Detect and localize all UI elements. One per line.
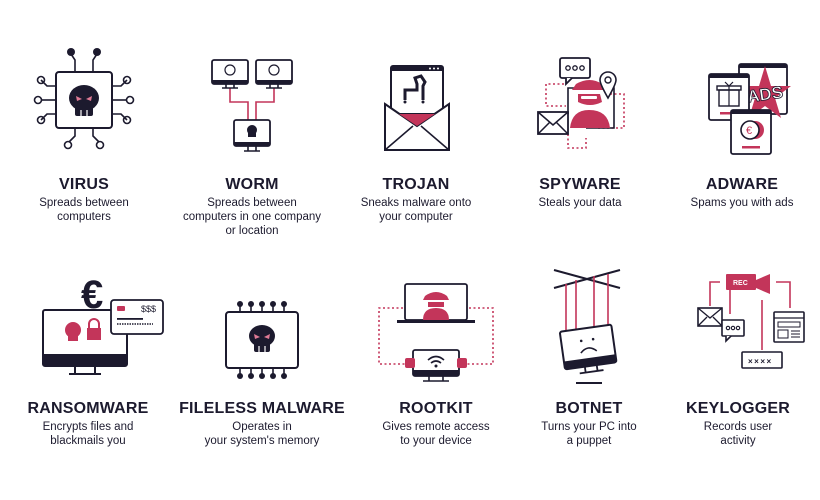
desc-line: computers xyxy=(57,211,111,223)
trojan-horse-envelope-icon xyxy=(334,64,498,154)
desc-line: Spams you with ads xyxy=(690,197,794,209)
desc-line: Turns your PC into xyxy=(541,421,637,433)
rootkit-remote-access-icon xyxy=(354,280,518,384)
virus-title: VIRUS xyxy=(59,176,109,193)
rootkit-title: ROOTKIT xyxy=(399,400,473,417)
rec-label: REC xyxy=(733,280,748,287)
euro-symbol: € xyxy=(81,273,103,317)
dollar-label: $$$ xyxy=(141,304,156,314)
desc-line: Spreads between xyxy=(39,197,129,209)
euro-symbol: € xyxy=(746,125,752,137)
keylogger-description: Records user activity xyxy=(656,420,820,448)
desc-line: Operates in xyxy=(232,421,292,433)
botnet-puppet-pc-icon xyxy=(507,264,671,388)
spyware-description: Steals your data xyxy=(498,196,662,210)
botnet-title: BOTNET xyxy=(555,400,623,417)
desc-line: Encrypts files and xyxy=(42,421,134,433)
virus-chip-skull-icon xyxy=(2,40,166,160)
desc-line: Sneaks malware onto xyxy=(360,197,472,209)
virus-description: Spreads between computers xyxy=(2,196,166,224)
worm-title: WORM xyxy=(225,176,279,193)
desc-line: or location xyxy=(225,225,279,237)
desc-line: blackmails you xyxy=(50,435,126,447)
ransomware-title: RANSOMWARE xyxy=(27,400,149,417)
spyware-title: SPYWARE xyxy=(539,176,621,193)
keylogger-rec-icon: REC ×××× xyxy=(656,270,820,380)
desc-line: Spreads between xyxy=(207,197,297,209)
desc-line: Gives remote access xyxy=(382,421,490,433)
fileless-chip-skull-icon xyxy=(180,300,344,380)
desc-line: Records user xyxy=(703,421,773,433)
desc-line: activity xyxy=(720,435,756,447)
desc-line: your computer xyxy=(379,211,453,223)
keylogger-title: KEYLOGGER xyxy=(685,400,791,417)
spyware-spy-icon xyxy=(498,54,662,154)
desc-line: a puppet xyxy=(566,435,612,447)
adware-popups-icon: ADS € xyxy=(660,60,820,160)
adware-title: ADWARE xyxy=(705,176,779,193)
worm-description: Spreads between computers in one company… xyxy=(170,196,334,238)
worm-network-monitors-icon xyxy=(170,56,334,156)
fileless-malware-title: FILELESS MALWARE xyxy=(179,400,345,417)
desc-line: computers in one company xyxy=(182,211,322,223)
desc-line: Steals your data xyxy=(538,197,622,209)
desc-line: to your device xyxy=(400,435,472,447)
fileless-malware-description: Operates in your system's memory xyxy=(180,420,344,448)
desc-line: your system's memory xyxy=(204,435,320,447)
rootkit-description: Gives remote access to your device xyxy=(354,420,518,448)
trojan-title: TROJAN xyxy=(382,176,450,193)
password-mask: ×××× xyxy=(748,357,773,366)
adware-description: Spams you with ads xyxy=(660,196,820,210)
botnet-description: Turns your PC into a puppet xyxy=(507,420,671,448)
ransomware-description: Encrypts files and blackmails you xyxy=(6,420,170,448)
trojan-description: Sneaks malware onto your computer xyxy=(334,196,498,224)
ransomware-monitor-lock-icon: € $$$ xyxy=(6,272,170,382)
